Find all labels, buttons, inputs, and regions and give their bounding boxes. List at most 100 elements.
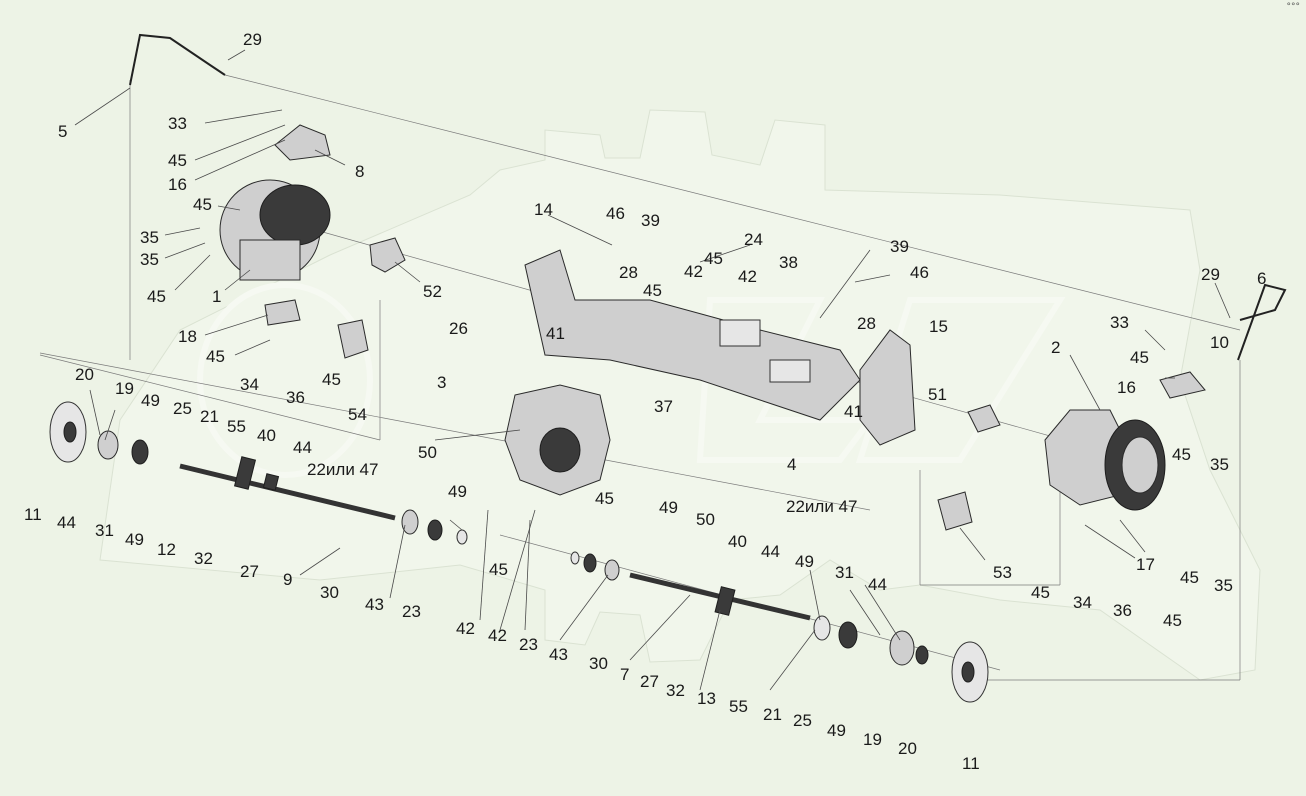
callout-10: 10 xyxy=(1210,333,1229,352)
callout-3: 3 xyxy=(437,373,446,392)
callout-8: 8 xyxy=(355,162,364,181)
part-shaft-7-13 xyxy=(570,551,811,621)
callout-32: 32 xyxy=(194,549,213,568)
callout-6: 6 xyxy=(1257,269,1266,288)
callout-38: 38 xyxy=(779,253,798,272)
callout-29: 29 xyxy=(1201,265,1220,284)
callout-17: 17 xyxy=(1136,555,1155,574)
callout-44: 44 xyxy=(761,542,780,561)
callout-35: 35 xyxy=(140,228,159,247)
callout-11: 11 xyxy=(24,505,42,524)
callout-31: 31 xyxy=(835,563,854,582)
callout-29: 29 xyxy=(243,30,262,49)
callout-45: 45 xyxy=(1163,611,1182,630)
callout-45: 45 xyxy=(643,281,662,300)
part-brake-disc-left xyxy=(49,401,87,463)
callout-45: 45 xyxy=(1180,568,1199,587)
callout-30: 30 xyxy=(589,654,608,673)
callout-11: 11 xyxy=(962,754,980,773)
callout-49: 49 xyxy=(795,552,814,571)
part-caliper-54 xyxy=(337,319,369,359)
callout-36: 36 xyxy=(1113,601,1132,620)
part-caliper-53 xyxy=(937,491,973,531)
callout-21: 21 xyxy=(200,407,219,426)
callout-46: 46 xyxy=(606,204,625,223)
callout-7: 7 xyxy=(620,665,629,684)
callout-20: 20 xyxy=(898,739,917,758)
callout-9: 9 xyxy=(283,570,292,589)
callout-28: 28 xyxy=(857,314,876,333)
part-final-drive-left xyxy=(219,179,331,281)
callout-32: 32 xyxy=(666,681,685,700)
callout-49: 49 xyxy=(659,498,678,517)
callout-51: 51 xyxy=(928,385,947,404)
callout-35: 35 xyxy=(140,250,159,269)
callout-35: 35 xyxy=(1210,455,1229,474)
callout-26: 26 xyxy=(449,319,468,338)
callout-42: 42 xyxy=(456,619,475,638)
part-brake-disc-right xyxy=(951,641,989,703)
callout-19: 19 xyxy=(863,730,882,749)
part-bearing-49-left xyxy=(131,439,149,465)
part-bracket-8 xyxy=(274,124,331,161)
callout-14: 14 xyxy=(534,200,553,219)
callout-45: 45 xyxy=(168,151,187,170)
corner-mark: °°° xyxy=(1286,2,1301,12)
callout-41: 41 xyxy=(546,324,565,343)
callout-24: 24 xyxy=(744,230,763,249)
callout-41: 41 xyxy=(844,402,863,421)
callout-15: 15 xyxy=(929,317,948,336)
part-bracket-18 xyxy=(264,299,301,326)
callout-45: 45 xyxy=(322,370,341,389)
callout-30: 30 xyxy=(320,583,339,602)
callout-50: 50 xyxy=(696,510,715,529)
callout-55: 55 xyxy=(227,417,246,436)
callout-43: 43 xyxy=(365,595,384,614)
callout-23: 23 xyxy=(402,602,421,621)
callout-25: 25 xyxy=(793,711,812,730)
callout-42: 42 xyxy=(488,626,507,645)
part-shaft-12-9 xyxy=(179,456,468,545)
callout-44: 44 xyxy=(868,575,887,594)
callout-45: 45 xyxy=(193,195,212,214)
callout-34: 34 xyxy=(240,375,259,394)
callout-45: 45 xyxy=(1130,348,1149,367)
callout-5: 5 xyxy=(58,122,67,141)
part-hub-19-left xyxy=(97,430,119,460)
callout-39: 39 xyxy=(890,237,909,256)
callout-labels: 29 5 33 45 16 8 45 35 35 45 1 52 18 45 3… xyxy=(24,30,1266,773)
callout-50: 50 xyxy=(418,443,437,462)
callout-45: 45 xyxy=(206,347,225,366)
callout-27: 27 xyxy=(640,672,659,691)
callout-43: 43 xyxy=(549,645,568,664)
callout-16: 16 xyxy=(1117,378,1136,397)
callout-22-or-47: 22или 47 xyxy=(307,460,378,479)
callout-45: 45 xyxy=(704,249,723,268)
callout-46: 46 xyxy=(910,263,929,282)
callout-34: 34 xyxy=(1073,593,1092,612)
callout-23: 23 xyxy=(519,635,538,654)
callout-20: 20 xyxy=(75,365,94,384)
callout-49: 49 xyxy=(448,482,467,501)
part-hub-right xyxy=(813,615,929,666)
callout-33: 33 xyxy=(168,114,187,133)
callout-21: 21 xyxy=(763,705,782,724)
part-bracket-10 xyxy=(1159,371,1206,399)
callout-31: 31 xyxy=(95,521,114,540)
callout-36: 36 xyxy=(286,388,305,407)
callout-45: 45 xyxy=(147,287,166,306)
callout-49: 49 xyxy=(125,530,144,549)
leader-lines xyxy=(74,49,1231,691)
callout-45: 45 xyxy=(489,560,508,579)
callout-28: 28 xyxy=(619,263,638,282)
part-gearbox-3 xyxy=(504,384,611,496)
callout-4: 4 xyxy=(787,455,796,474)
part-final-drive-right xyxy=(1044,409,1166,511)
callout-49: 49 xyxy=(827,721,846,740)
callout-12: 12 xyxy=(157,540,176,559)
callout-42: 42 xyxy=(684,262,703,281)
callout-42: 42 xyxy=(738,267,757,286)
callout-49: 49 xyxy=(141,391,160,410)
